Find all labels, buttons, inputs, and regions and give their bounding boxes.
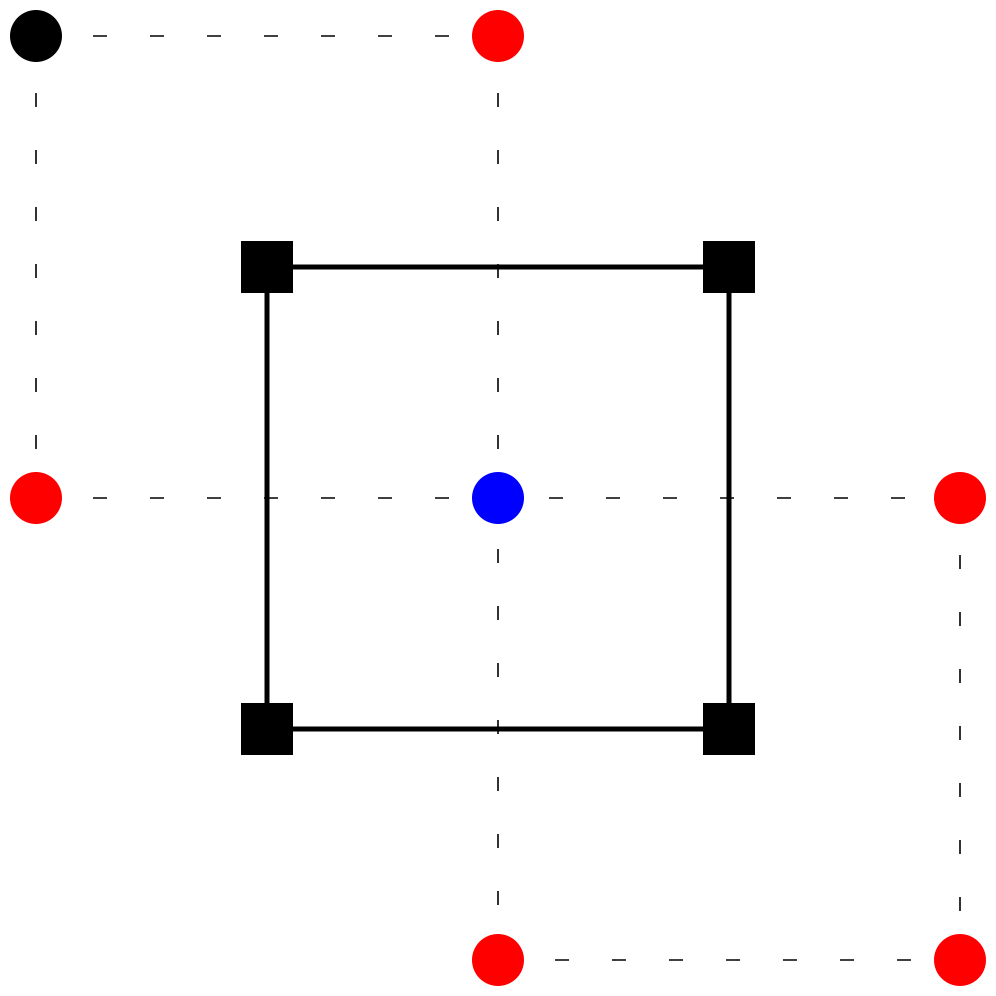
- circle-nodes: [10, 10, 986, 986]
- bottom-middle-node: [472, 934, 524, 986]
- square-bottom-right-marker: [703, 703, 755, 755]
- corner-top-left-node: [10, 10, 62, 62]
- top-middle-node: [472, 10, 524, 62]
- square-top-left-marker: [241, 241, 293, 293]
- square-edges: [264, 264, 732, 732]
- middle-left-node: [10, 472, 62, 524]
- center-node: [472, 472, 524, 524]
- square-markers: [241, 241, 755, 755]
- bottom-right-node: [934, 934, 986, 986]
- middle-right-node: [934, 472, 986, 524]
- square-bottom-left-marker: [241, 703, 293, 755]
- square-top-right-marker: [703, 241, 755, 293]
